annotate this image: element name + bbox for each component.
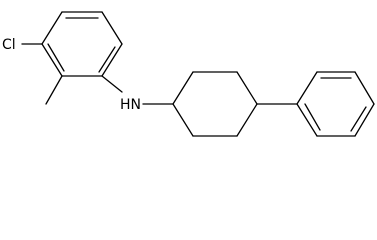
ring-bond	[41, 11, 63, 45]
ring-bond	[101, 11, 123, 45]
ring-bond	[172, 71, 194, 105]
chlorine-label: Cl	[2, 37, 16, 53]
methyl-bond	[45, 75, 63, 105]
aromatic-double-bond	[47, 43, 65, 72]
ring-bond	[354, 103, 375, 137]
aryl-amine-bond	[101, 75, 123, 93]
aromatic-double-bond	[304, 103, 321, 131]
cyclohexane-ring	[172, 71, 258, 137]
chlorotoluene-ring	[41, 11, 123, 77]
phenyl-ring	[296, 71, 375, 137]
ring-bond	[296, 71, 318, 105]
ring-bond	[296, 103, 318, 137]
ring-bond	[236, 71, 258, 105]
amine-label: HN	[120, 97, 141, 113]
ring-bond	[354, 71, 375, 105]
aromatic-double-bond	[98, 46, 116, 73]
ring-bond	[236, 103, 258, 137]
ring-bond	[101, 43, 123, 77]
ring-bond	[172, 103, 194, 137]
aromatic-double-bond	[350, 106, 367, 132]
chemical-structure: Cl HN	[2, 11, 375, 137]
ring-bond	[41, 43, 63, 77]
